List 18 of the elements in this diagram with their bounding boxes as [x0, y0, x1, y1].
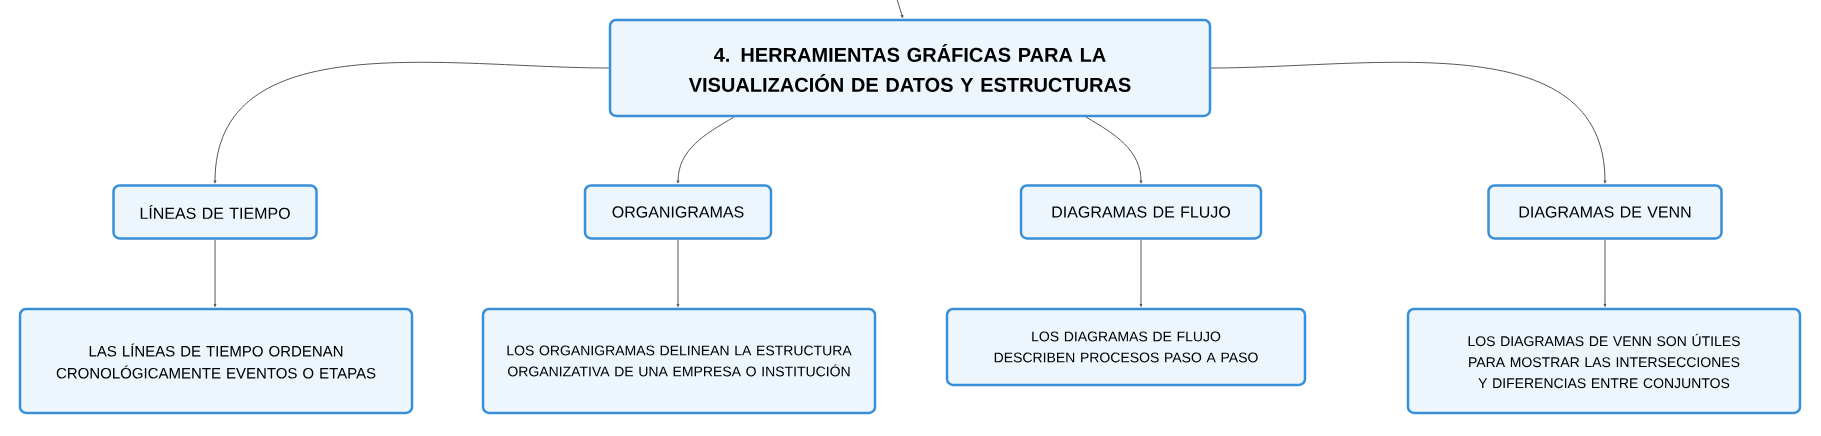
- connector-arrow: [1603, 239, 1607, 308]
- subtopic-box: ORGANIGRAMAS: [583, 184, 773, 240]
- description-box: LOS DIAGRAMAS DE FLUJO DESCRIBEN PROCESOS PASO A PASO: [945, 307, 1307, 387]
- subtopic-box: DIAGRAMAS DE FLUJO: [1019, 184, 1263, 240]
- connector-arrow: [895, 0, 904, 19]
- connector-arrow: [213, 239, 217, 308]
- connector-arrow: [1085, 116, 1143, 184]
- connector-arrow: [676, 239, 680, 308]
- connector-arrow: [1210, 61, 1607, 184]
- topic-box: 4. HERRAMIENTAS GRÁFICAS PARA LA VISUALIZACIÓN DE DATOS Y ESTRUCTURAS: [608, 18, 1212, 118]
- connector-arrow: [1139, 239, 1143, 308]
- description-box: LOS DIAGRAMAS DE VENN SON ÚTILES PARA MOSTRAR LAS INTERSECCIONES Y DIFERENCIAS ENTRE CONJUNTOS: [1406, 307, 1802, 415]
- subtopic-box: DIAGRAMAS DE VENN: [1487, 184, 1723, 240]
- subtopic-box: LÍNEAS DE TIEMPO: [112, 184, 318, 240]
- connector-arrow: [676, 116, 735, 184]
- connector-arrow: [213, 61, 610, 184]
- description-box: LOS ORGANIGRAMAS DELINEAN LA ESTRUCTURA ORGANIZATIVA DE UNA EMPRESA O INSTITUCIÓN: [481, 307, 877, 415]
- description-box: LAS LÍNEAS DE TIEMPO ORDENAN CRONOLÓGICAMENTE EVENTOS O ETAPAS: [18, 307, 414, 415]
